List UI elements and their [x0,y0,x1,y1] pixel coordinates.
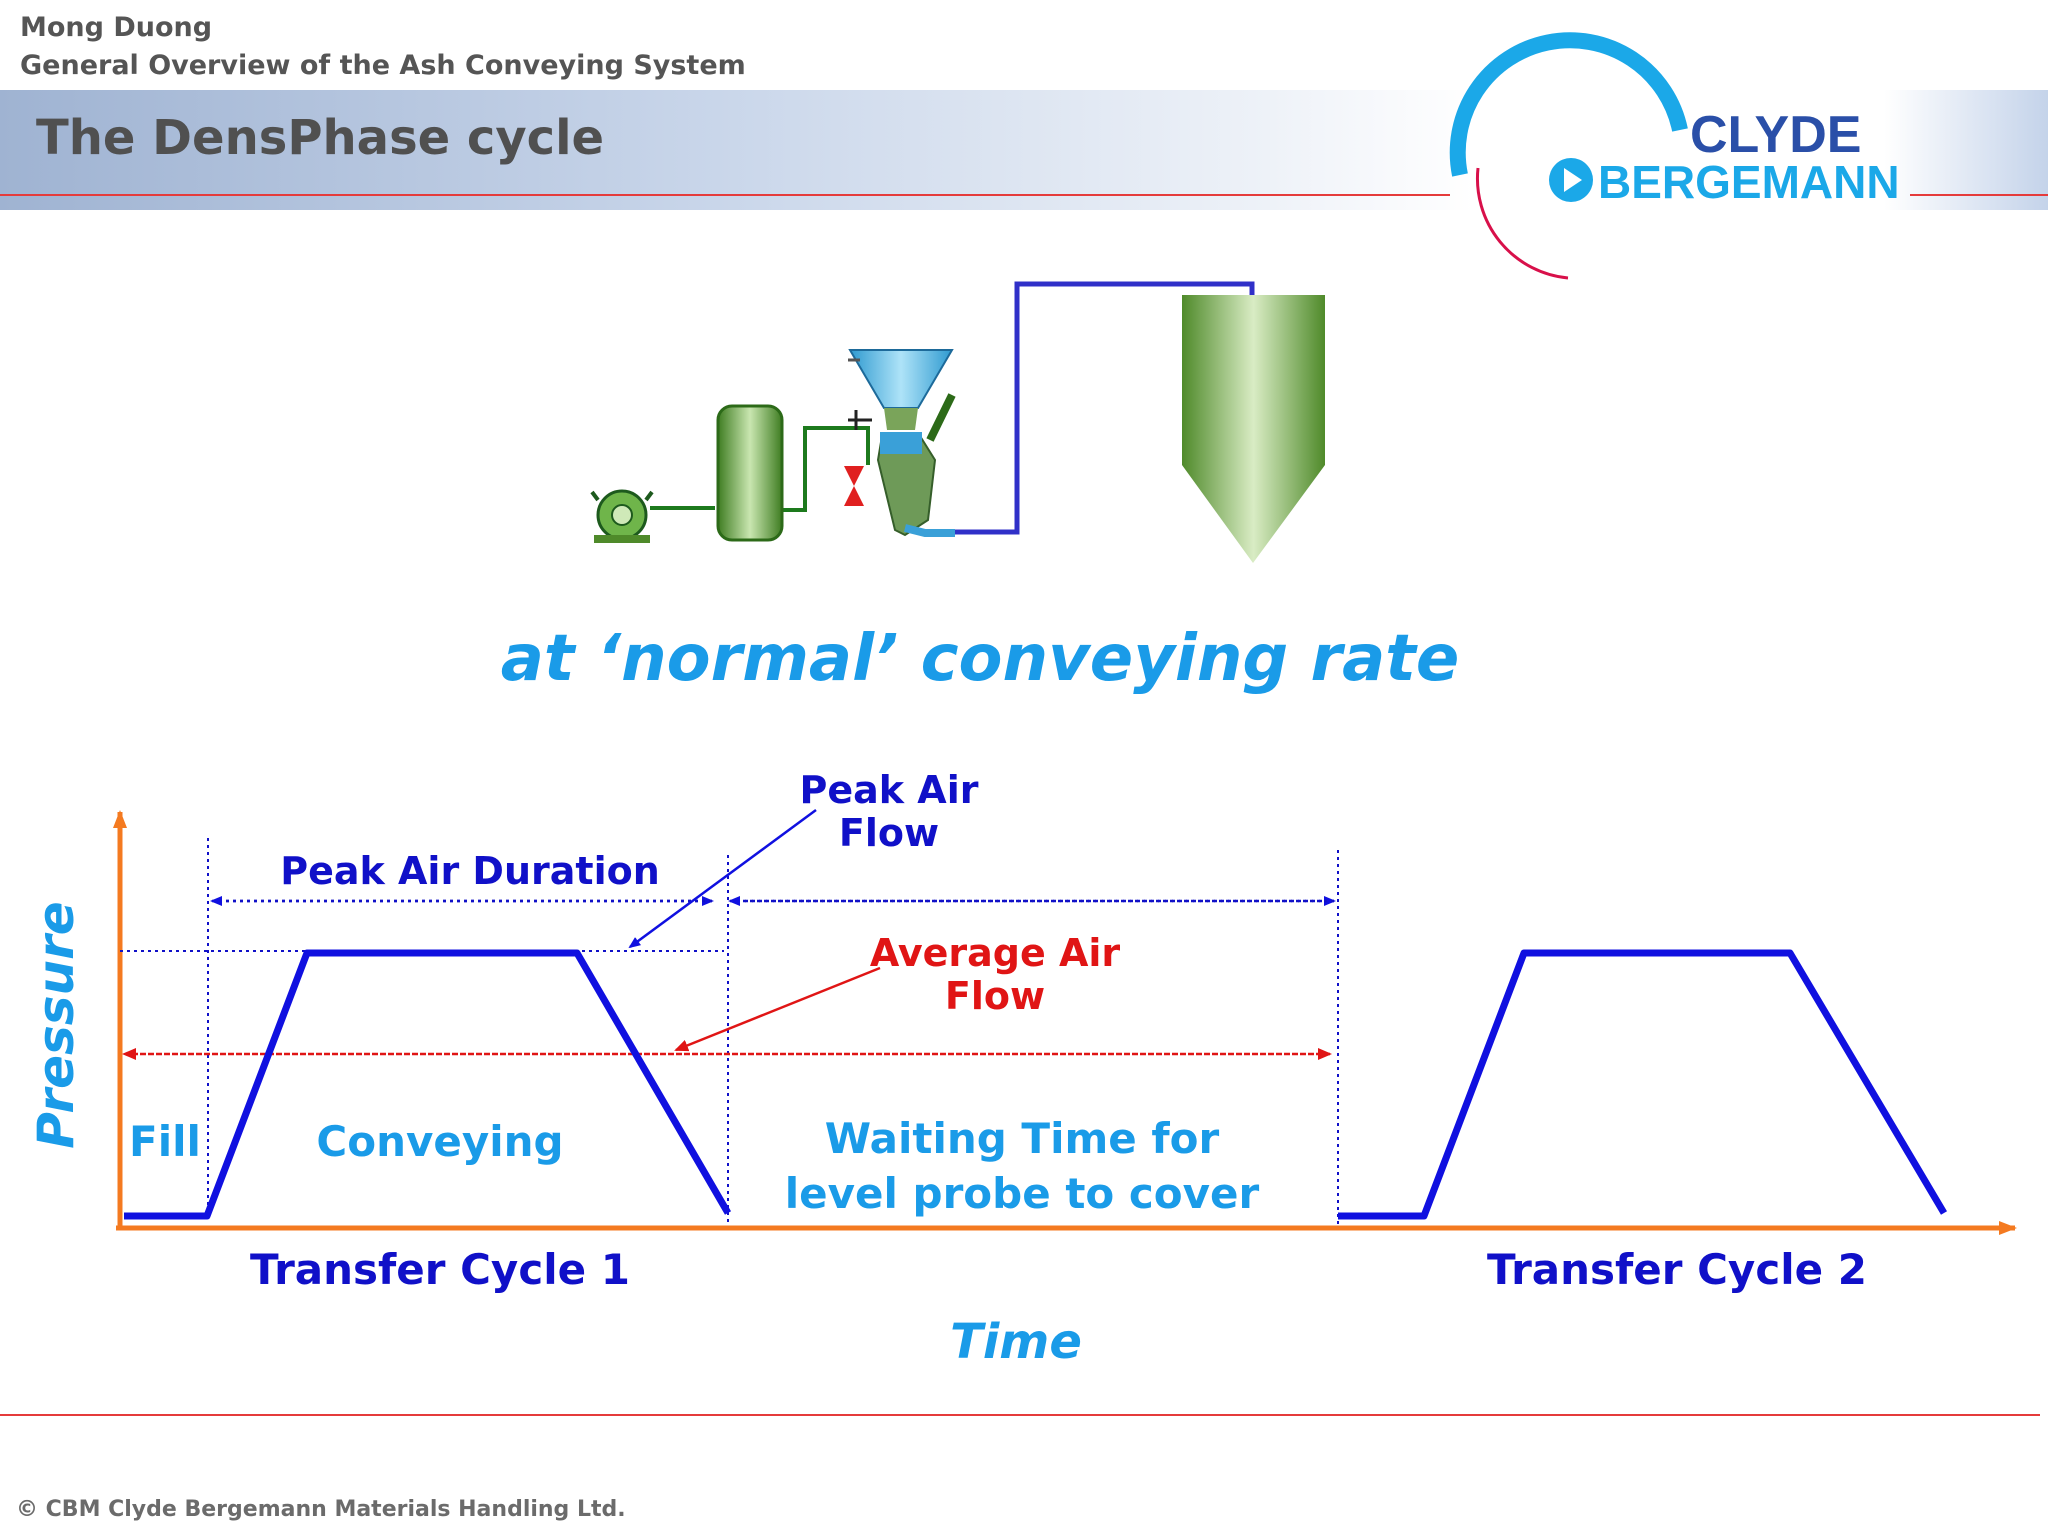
pressure-time-diagram: Pressure Time Peak Air Duration Peak Air… [27,768,2017,1370]
conveying-pipeline [922,281,1255,535]
pressure-curve-cycle-1 [124,949,732,1220]
title-band [0,90,2048,210]
peak-flow-leader [628,808,817,949]
presentation-subtitle: General Overview of the Ash Conveying Sy… [20,50,746,81]
header-divider-right [1910,194,2048,196]
average-air-flow-label-2: Flow [945,974,1045,1018]
pressure-curve-cycle-2 [1338,949,1948,1220]
peak-air-flow-label-2: Flow [839,811,939,855]
inlet-valve-icon [848,410,872,430]
peak-air-flow-label-1: Peak Air [800,768,979,812]
header-divider [0,194,1450,196]
transfer-cycle-2-label: Transfer Cycle 2 [1487,1245,1867,1294]
compressor-icon [590,489,654,543]
x-axis-label: Time [950,1314,1082,1370]
fill-phase-label: Fill [129,1117,201,1166]
air-receiver-tank [716,404,784,542]
feed-hopper [848,349,954,409]
copyright-footer: © CBM Clyde Bergemann Materials Handling… [16,1497,626,1522]
silo-cone [1182,465,1325,563]
valve-icon [844,466,864,506]
y-axis-label: Pressure [27,901,85,1148]
footer-divider [0,1414,2040,1416]
peak-air-duration-label: Peak Air Duration [280,849,660,893]
logo-text-bergemann: BERGEMANN [1598,156,1900,208]
headline: at ‘normal’ conveying rate [501,622,1460,696]
waiting-phase-label-1: Waiting Time for [825,1114,1220,1163]
average-air-flow-label-1: Average Air [870,931,1121,975]
logo-text-clyde: CLYDE [1690,106,1861,164]
transfer-cycle-1-label: Transfer Cycle 1 [250,1245,630,1294]
average-flow-leader [674,966,881,1052]
process-schematic [590,281,1325,563]
waiting-phase-label-2: level probe to cover [785,1169,1260,1218]
clyde-bergemann-logo: CLYDE BERGEMANN [1449,32,1900,280]
conveying-phase-label: Conveying [316,1117,563,1166]
air-pipe-vessel [780,426,870,512]
logo-arc-red [1475,167,1569,280]
logo-arc-blue [1449,32,1688,177]
site-name: Mong Duong [20,12,213,43]
slide-title: The DensPhase cycle [36,110,605,166]
storage-silo [1182,295,1325,465]
